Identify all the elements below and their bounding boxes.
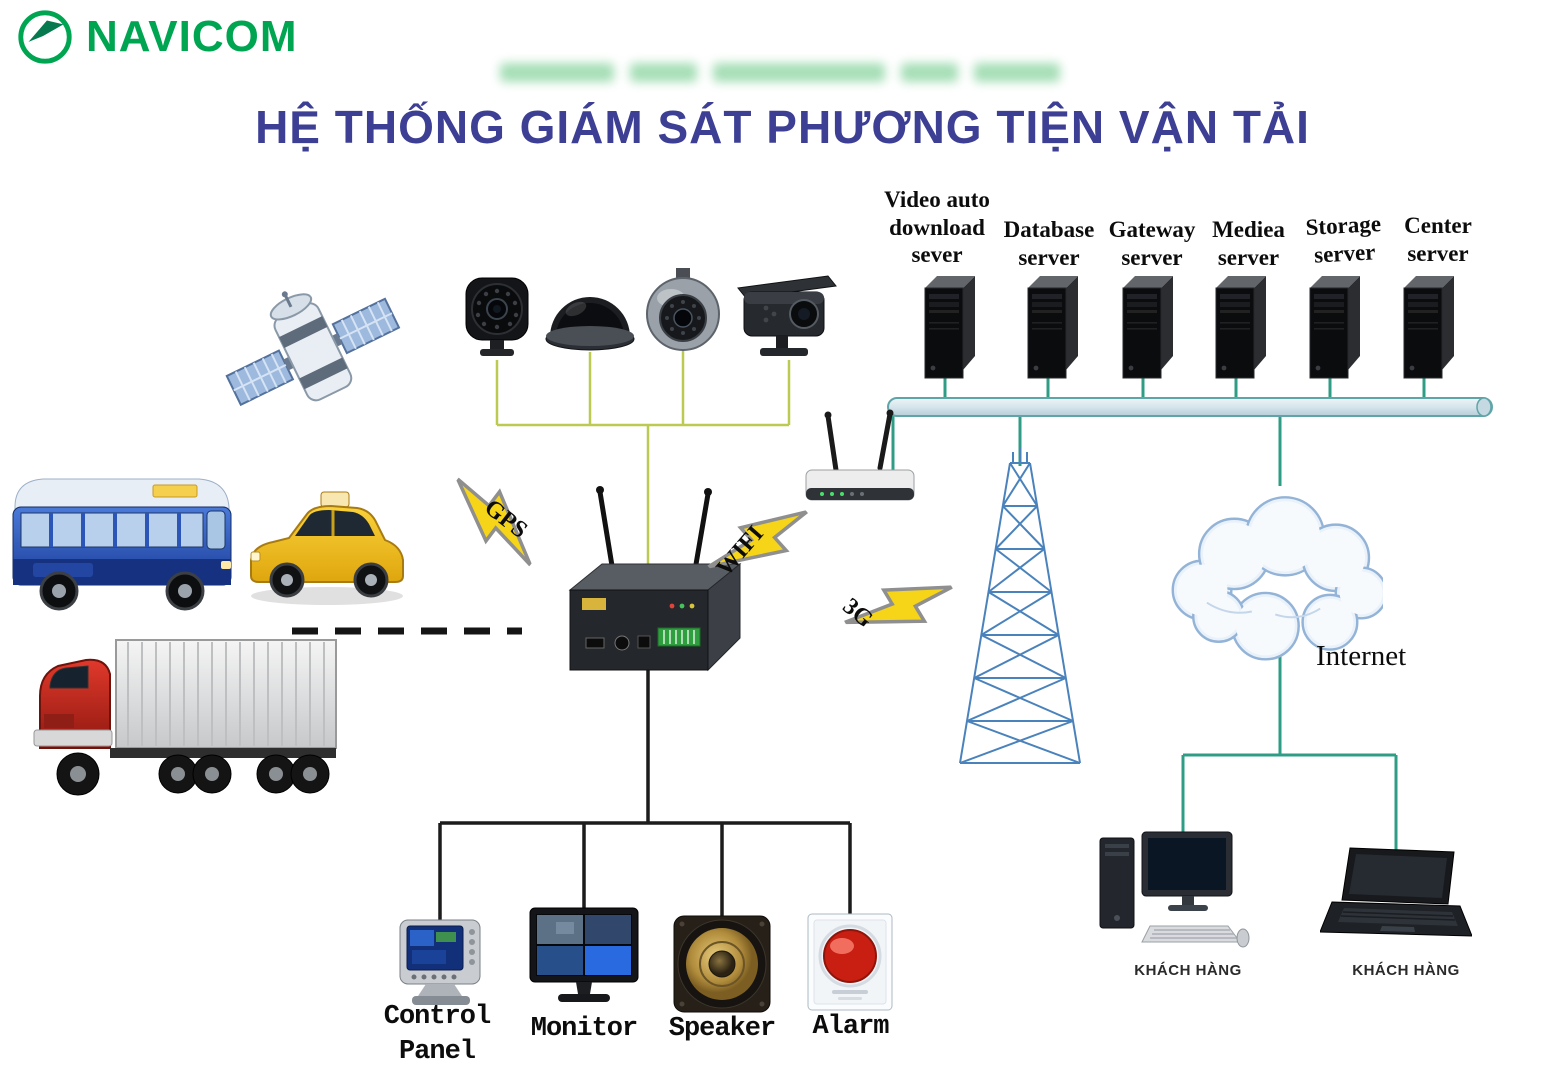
alarm-button-icon (807, 913, 893, 1011)
server-label: Database server (1003, 217, 1095, 270)
server-tower-icon (1309, 276, 1360, 379)
server-tower-icon (1122, 276, 1173, 379)
monitor-label: Monitor (530, 1014, 638, 1044)
dome-camera-icon (545, 297, 635, 351)
server-label: Storage server (1304, 211, 1382, 268)
control-panel-label: Control Panel (383, 1002, 491, 1068)
brand-name: NAVICOM (86, 12, 298, 61)
alarm-label: Alarm (812, 1012, 889, 1042)
mobile-dvr-icon (568, 486, 742, 672)
bus-graphic (12, 478, 232, 611)
wifi-router-icon (805, 409, 915, 501)
desktop-client-icon (1099, 831, 1250, 948)
server-label: Gateway server (1108, 217, 1196, 270)
blurred-watermark (500, 60, 1060, 84)
ball-camera-icon (646, 268, 720, 351)
internet-cloud-graphic (1171, 496, 1383, 661)
ir-camera-icon (465, 277, 529, 356)
brand: NAVICOM (14, 6, 298, 68)
monitor-icon (529, 907, 639, 1002)
server-label: Mediea server (1212, 217, 1285, 270)
server-tower-icon (1027, 276, 1078, 379)
cell-tower-graphic (959, 448, 1081, 764)
speaker-icon (673, 915, 771, 1013)
laptop-client-icon (1320, 847, 1472, 937)
server-tower-icon (1215, 276, 1266, 379)
desktop-client-label: KHÁCH HÀNG (1134, 962, 1242, 979)
satellite-graphic (225, 291, 401, 407)
control-panel-icon (399, 919, 481, 1005)
server-label: Center server (1404, 213, 1472, 266)
threeg-lightning-icon (844, 585, 953, 625)
navicom-logo-icon (18, 10, 72, 64)
wifi-lightning-icon (707, 510, 808, 569)
taxi-graphic (250, 491, 404, 605)
rearview-camera-icon (737, 275, 837, 356)
internet-label: Internet (1316, 640, 1407, 672)
speaker-label: Speaker (668, 1014, 776, 1044)
page-title: HỆ THỐNG GIÁM SÁT PHƯƠNG TIỆN VẬN TẢI (255, 101, 1310, 153)
truck-graphic (33, 639, 337, 796)
server-tower-icon (1403, 276, 1454, 379)
server-label: Video auto download sever (884, 187, 990, 268)
server-tower-icon (924, 276, 975, 379)
gps-lightning-icon (455, 477, 533, 567)
laptop-client-label: KHÁCH HÀNG (1352, 962, 1460, 979)
